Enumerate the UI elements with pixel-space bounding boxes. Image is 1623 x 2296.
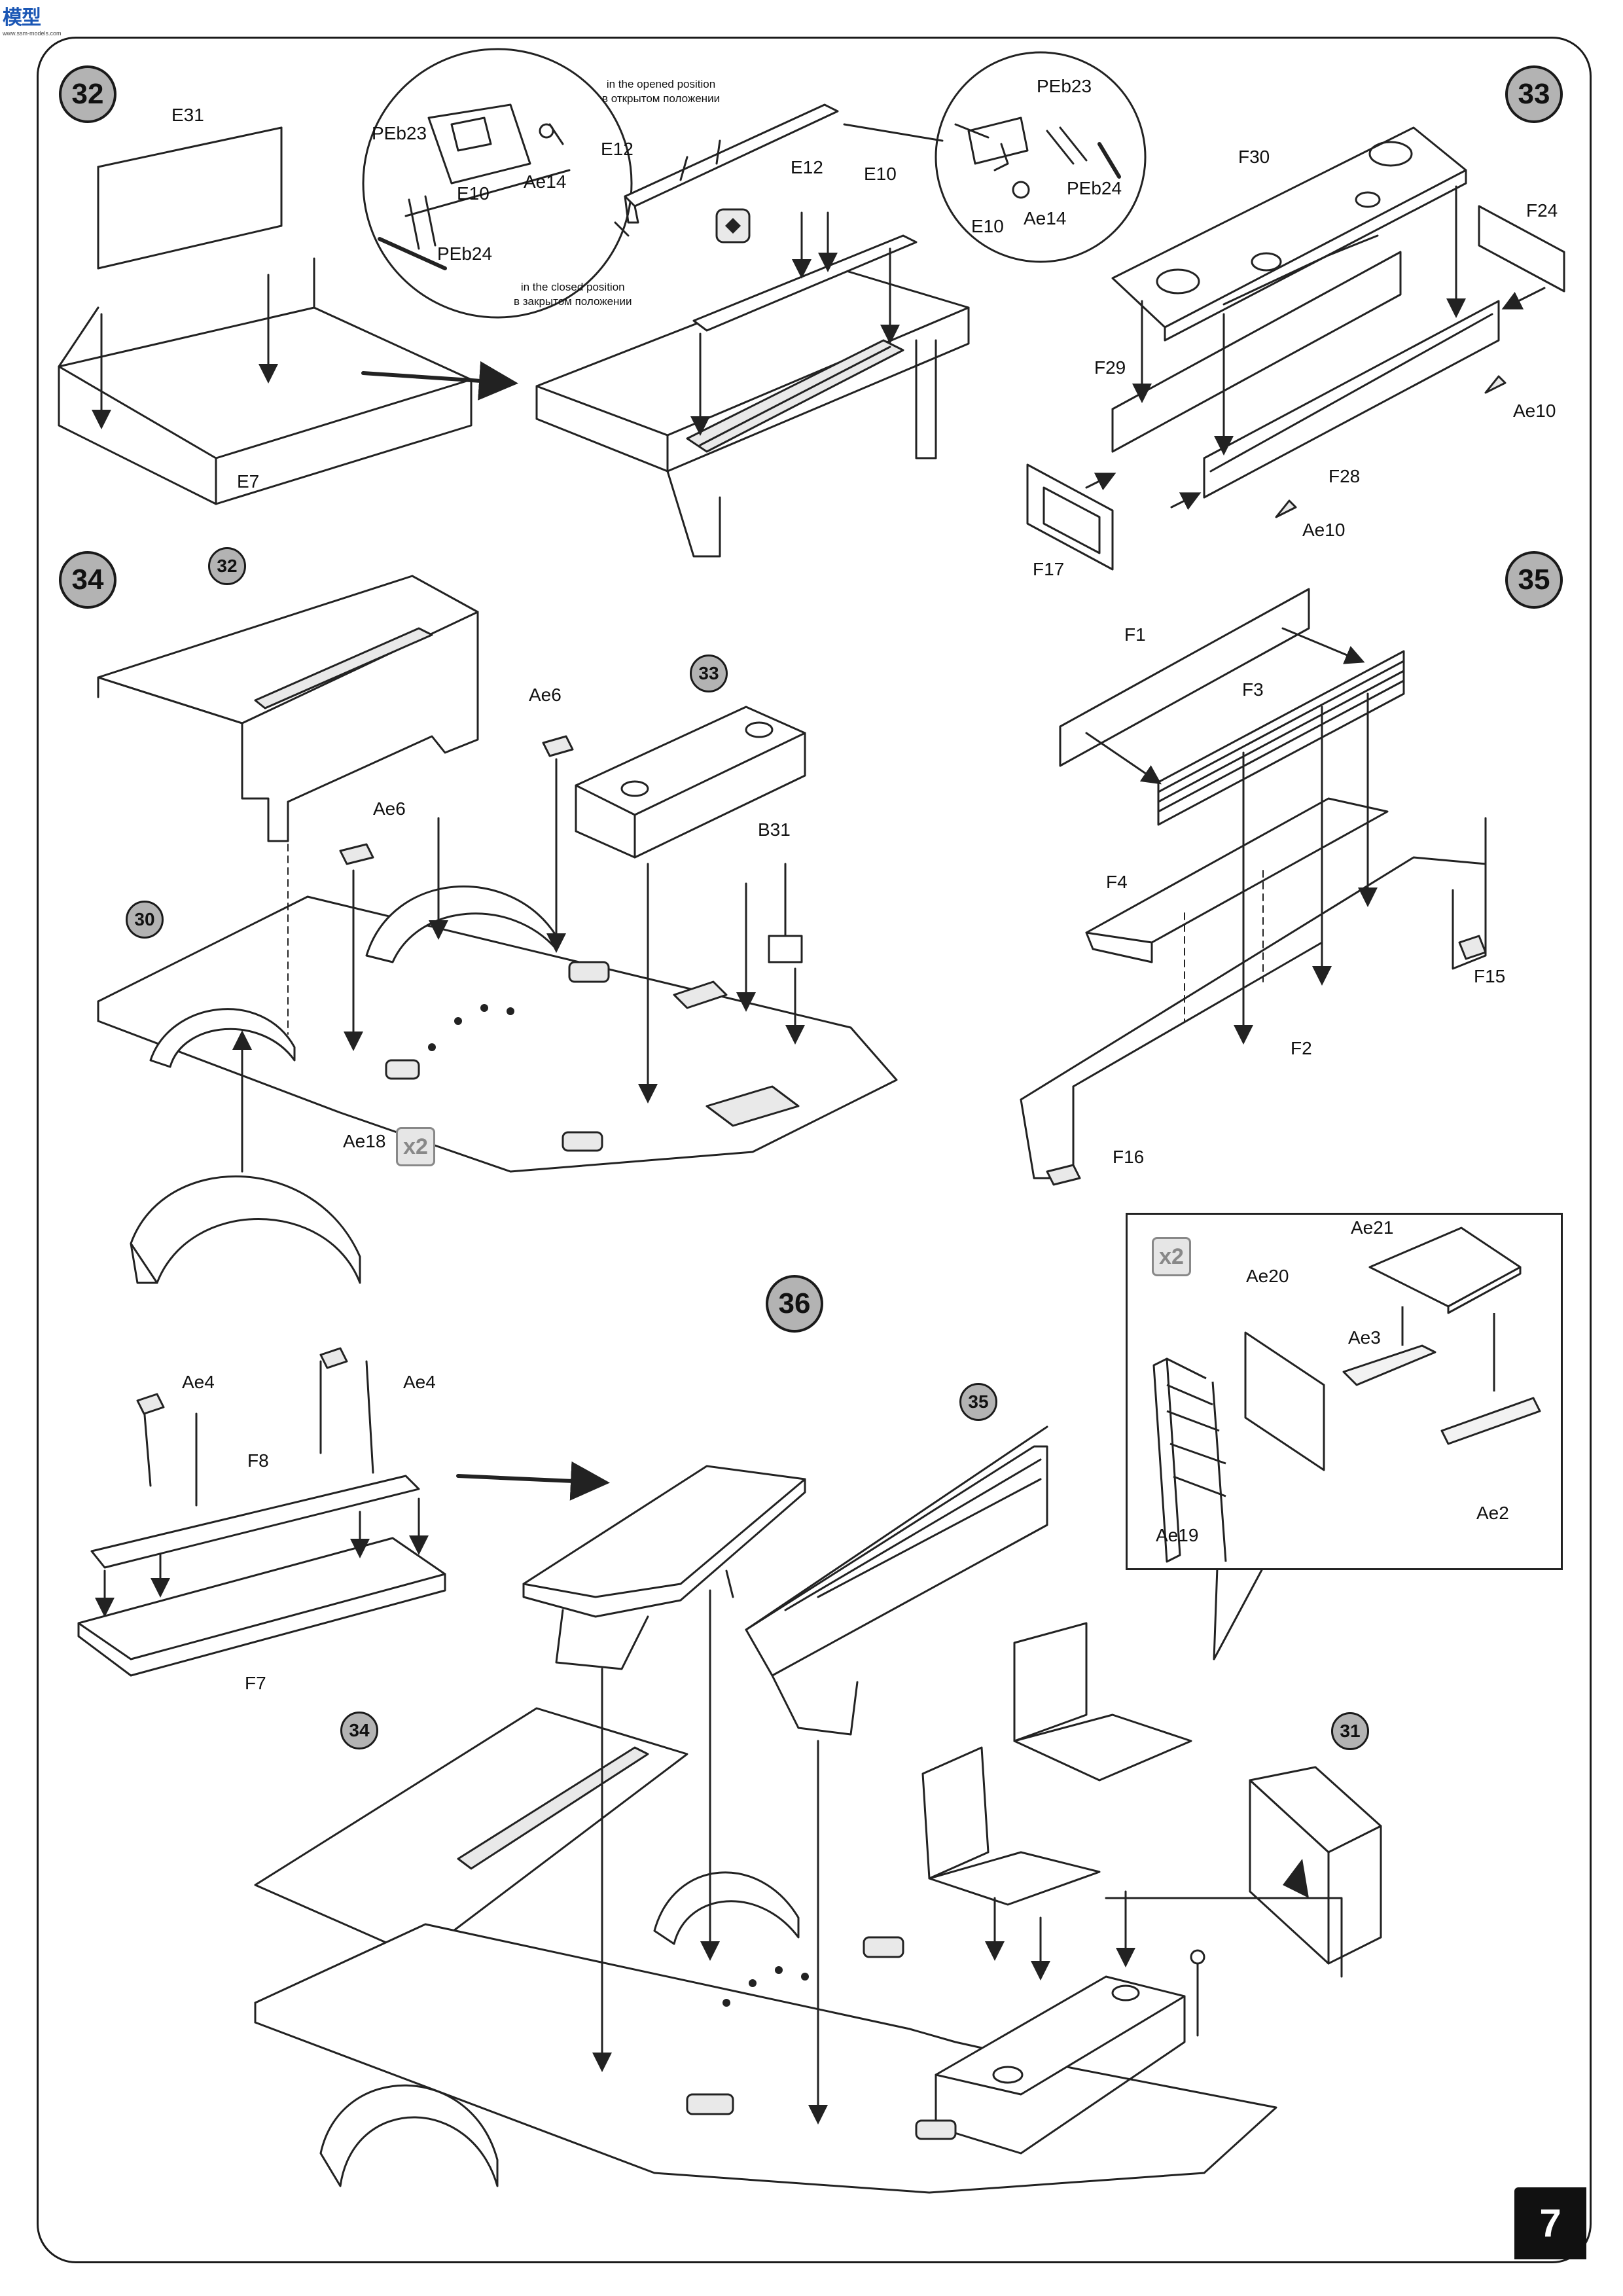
ref-step-33: 33 [690, 655, 728, 692]
step33-drawing [1026, 126, 1565, 571]
label-Ae10-lower: Ae10 [1302, 520, 1346, 540]
label-PEb24: PEb24 [437, 243, 493, 264]
quantity-x2-ae18: x2 [396, 1127, 435, 1166]
step-34-badge: 34 [59, 551, 116, 609]
label-F30: F30 [1238, 147, 1270, 167]
label-Ae14-right: Ae14 [1024, 208, 1067, 228]
label-E10: E10 [457, 183, 490, 204]
ref-step-31: 31 [1331, 1712, 1369, 1750]
label-E10-lower: E10 [864, 164, 897, 184]
ref-step-30: 30 [126, 901, 164, 939]
label-PEb23-right: PEb23 [1037, 76, 1092, 96]
step-33-badge: 33 [1505, 65, 1563, 123]
quantity-x2-inset: x2 [1152, 1237, 1191, 1276]
label-F28: F28 [1329, 466, 1361, 486]
label-PEb23: PEb23 [372, 123, 427, 143]
label-F24: F24 [1526, 200, 1558, 221]
seat-detail-drawing [1152, 1227, 1541, 1563]
label-F4: F4 [1106, 872, 1128, 892]
label-F1: F1 [1124, 624, 1146, 645]
step36-drawing [77, 1347, 1382, 2194]
label-Ae19: Ae19 [1156, 1525, 1199, 1545]
step-35-badge: 35 [1505, 551, 1563, 609]
label-Ae2: Ae2 [1476, 1503, 1509, 1523]
label-F8: F8 [247, 1450, 269, 1471]
brand-watermark: 模型 www.ssm-models.com [3, 7, 62, 37]
label-B31: B31 [758, 819, 791, 840]
label-F2: F2 [1291, 1038, 1312, 1058]
label-E31: E31 [171, 105, 204, 125]
step-32-badge: 32 [59, 65, 116, 123]
label-F7: F7 [245, 1673, 266, 1693]
seat-detail-inset [1126, 1213, 1563, 1570]
label-Ae14: Ae14 [524, 171, 567, 192]
label-F17: F17 [1033, 559, 1065, 579]
step34-drawing [97, 575, 898, 1284]
label-PEb24-right: PEb24 [1067, 178, 1122, 198]
label-Ae20: Ae20 [1246, 1266, 1289, 1286]
label-F16: F16 [1113, 1147, 1145, 1167]
label-Ae4: Ae4 [182, 1372, 215, 1392]
label-E12-lower: E12 [791, 157, 823, 177]
label-Ae6-lower: Ae6 [373, 798, 406, 819]
label-Ae10: Ae10 [1513, 401, 1556, 421]
label-F29: F29 [1094, 357, 1126, 378]
label-E10-right: E10 [971, 216, 1004, 236]
label-F15: F15 [1474, 966, 1506, 986]
label-Ae18: Ae18 [343, 1131, 386, 1151]
label-F3: F3 [1242, 679, 1264, 700]
label-Ae4-right: Ae4 [403, 1372, 436, 1392]
page-number: 7 [1514, 2187, 1586, 2259]
ref-step-32: 32 [208, 547, 246, 585]
label-Ae3: Ae3 [1348, 1327, 1381, 1348]
label-E7: E7 [237, 471, 260, 492]
label-Ae6: Ae6 [529, 685, 562, 705]
ref-step-35: 35 [959, 1383, 997, 1421]
step32-drawing [58, 48, 1147, 558]
label-E12: E12 [601, 139, 633, 159]
step-36-badge: 36 [766, 1275, 823, 1333]
ref-step-34: 34 [340, 1712, 378, 1749]
label-Ae21: Ae21 [1351, 1217, 1394, 1238]
step35-drawing [1020, 588, 1487, 1186]
